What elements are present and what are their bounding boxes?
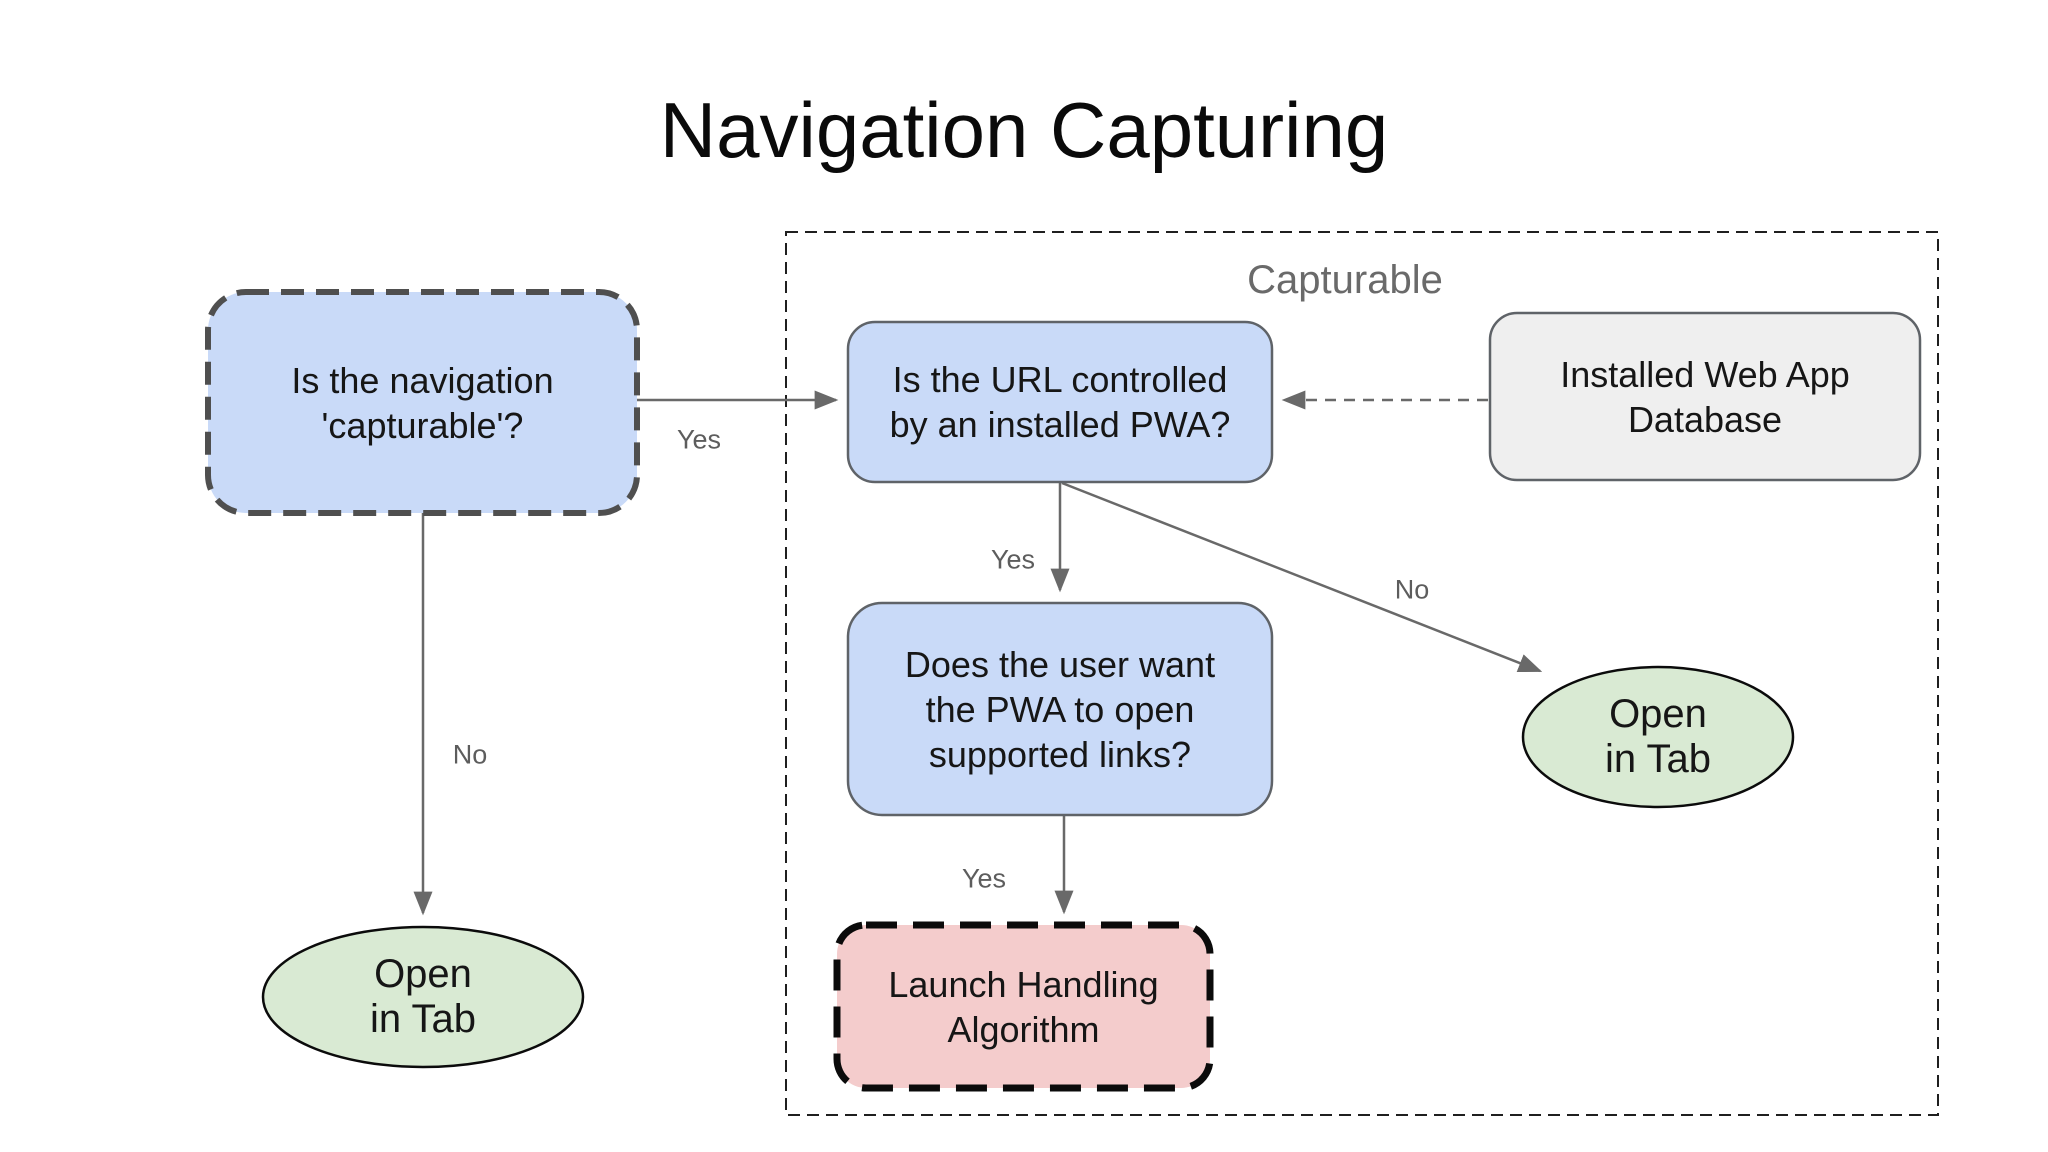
edge-pwa-no-arrow — [1061, 481, 1543, 673]
open-in-tab-right-ellipse — [1521, 665, 1795, 809]
capturable-group-border — [785, 231, 1939, 1116]
installed-db-box — [1488, 311, 1922, 482]
url-controlled-box — [846, 320, 1274, 484]
edge-label-supported-yes: Yes — [961, 863, 1007, 894]
edge-label-pwa-yes: Yes — [990, 544, 1036, 575]
launch-handling-box — [833, 921, 1214, 1092]
edge-label-capturable-no: No — [452, 739, 488, 770]
edge-label-capturable-yes: Yes — [676, 424, 722, 455]
user-supported-links-box — [846, 601, 1274, 817]
open-in-tab-left-ellipse — [261, 925, 585, 1069]
nav-capturable-box — [205, 289, 640, 516]
edge-label-pwa-no: No — [1394, 574, 1430, 605]
diagram-title: Navigation Capturing — [659, 86, 1389, 174]
capturable-group-label: Capturable — [1247, 258, 1443, 302]
